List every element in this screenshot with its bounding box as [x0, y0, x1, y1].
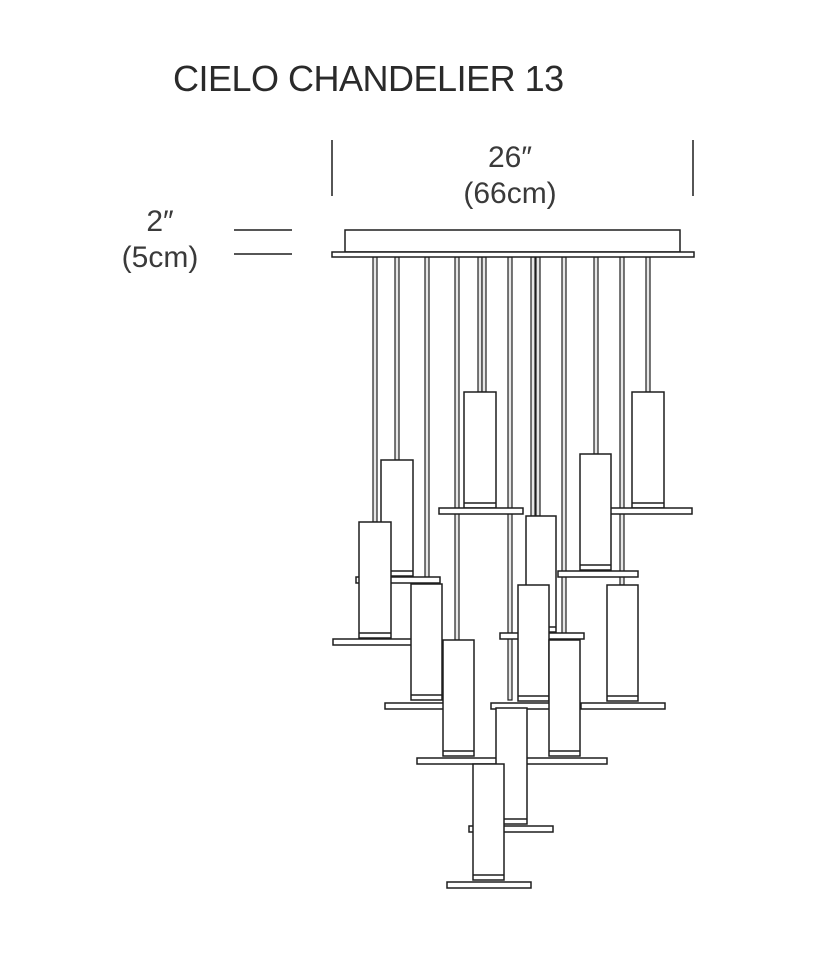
width-imperial: 26″	[488, 141, 532, 174]
pendant-body	[517, 584, 550, 702]
rod	[481, 256, 487, 393]
height-dimension-label: 2″ (5cm)	[100, 204, 220, 276]
height-imperial: 2″	[146, 205, 174, 238]
pendant-body	[606, 584, 639, 702]
pendant-disc	[607, 507, 693, 515]
pendant	[332, 521, 418, 646]
pendant-disc	[557, 570, 639, 578]
pendant-disc	[468, 825, 554, 833]
pendant-disc	[446, 881, 532, 889]
rod	[619, 256, 625, 586]
pendant-body	[548, 639, 581, 757]
ceiling-canopy	[331, 229, 695, 258]
width-dimension-label: 26″ (66cm)	[440, 140, 580, 212]
canopy-plate	[331, 251, 695, 258]
pendant-disc	[332, 638, 418, 646]
pendant-cylinders	[332, 391, 693, 889]
pendant-body	[463, 391, 497, 509]
rod	[454, 256, 460, 641]
rod	[394, 256, 400, 461]
width-metric: (66cm)	[463, 177, 557, 210]
pendant	[446, 763, 532, 889]
rod	[535, 256, 541, 517]
rod	[372, 256, 378, 523]
height-metric: (5cm)	[121, 241, 199, 274]
pendant-body	[410, 583, 443, 701]
pendant-body	[631, 391, 665, 509]
pendant-body	[579, 453, 612, 571]
pendant-body	[358, 521, 392, 639]
rod	[424, 256, 430, 579]
rod	[645, 256, 651, 393]
pendant-disc	[522, 757, 608, 765]
rod	[561, 256, 567, 641]
product-title: CIELO CHANDELIER 13	[173, 58, 564, 99]
pendant-disc	[580, 702, 666, 710]
pendant-body	[442, 639, 475, 757]
pendant	[490, 584, 576, 710]
pendant-body	[472, 763, 505, 881]
rod	[477, 256, 483, 393]
dimension-lines	[234, 140, 694, 255]
pendant-disc	[416, 757, 502, 765]
rod	[530, 256, 536, 517]
pendant	[384, 583, 470, 710]
canopy-box	[344, 229, 681, 253]
pendant	[416, 639, 502, 765]
pendant	[557, 453, 639, 578]
pendant	[438, 391, 524, 515]
pendant-disc	[355, 576, 441, 584]
pendant	[522, 639, 608, 765]
pendant	[580, 584, 666, 710]
pendant-disc	[438, 507, 524, 515]
rod	[593, 256, 599, 455]
pendant	[607, 391, 693, 515]
